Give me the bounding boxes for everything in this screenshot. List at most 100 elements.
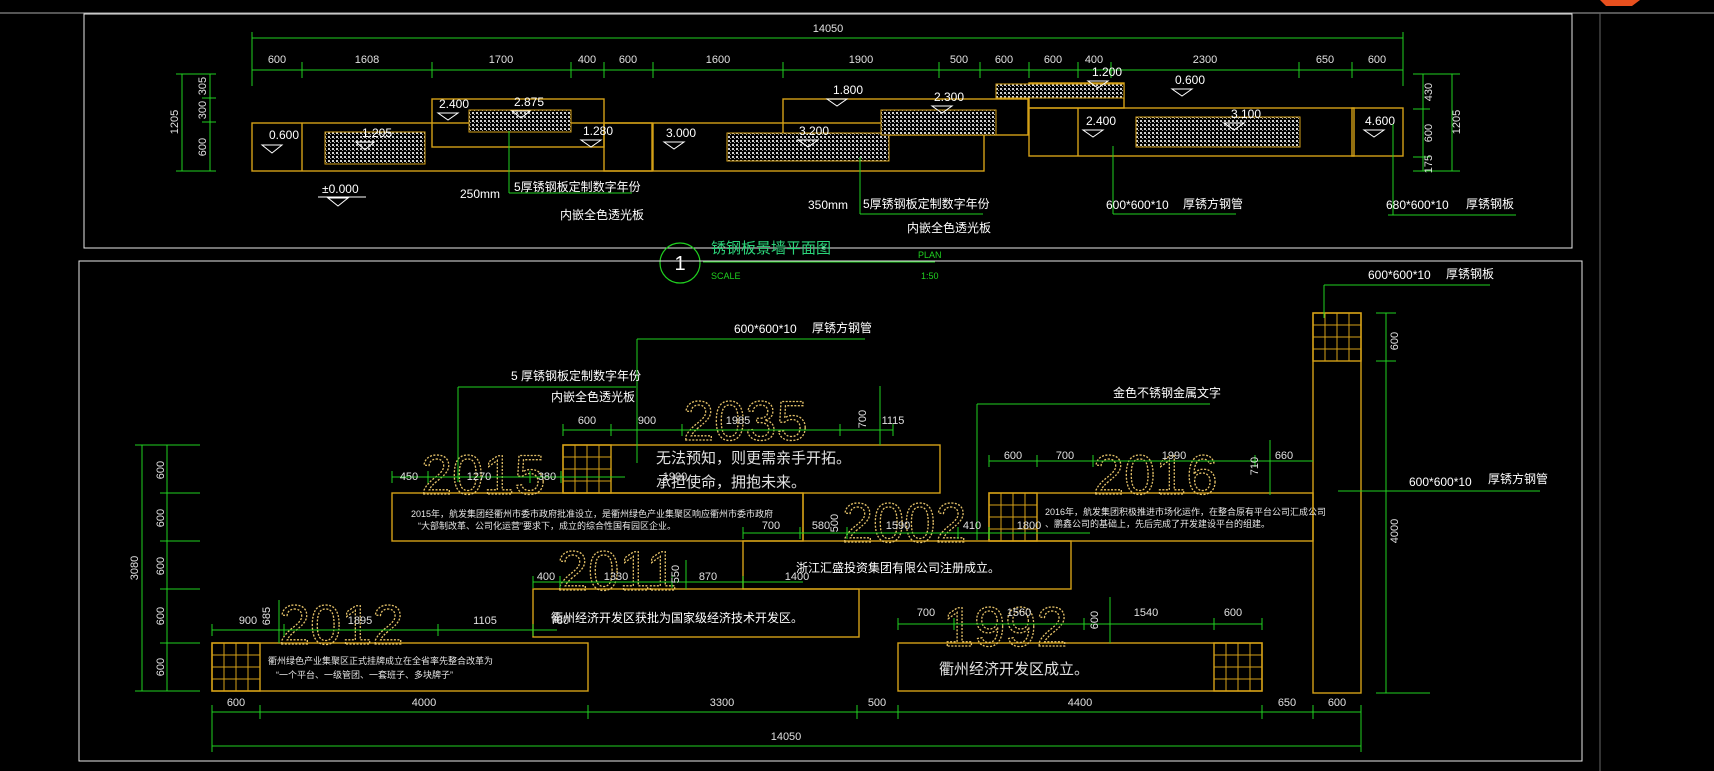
elev-bottom-dim-3: 3300 <box>710 697 734 709</box>
note-a-line1: 5厚锈钢板定制数字年份 <box>514 179 641 194</box>
plan-left-dimensions: 305 300 600 1205 <box>169 73 216 172</box>
elev-left-dim-5: 600 <box>155 658 167 676</box>
elevation-left-dimensions: 600 600 600 600 600 3080 <box>129 444 200 692</box>
dim-1270: 1270 <box>467 471 491 483</box>
note-c-spec: 600*600*10 <box>1106 198 1169 212</box>
year-2015: 2015 <box>421 443 546 506</box>
plan-dim-5: 600 <box>619 54 637 66</box>
elev-right-dim-2: 4000 <box>1389 519 1401 543</box>
level-0: 0.600 <box>269 128 299 142</box>
block-captions: 无法预知，则更需亲手开拓。 承担使命，拥抱未来。 2015年，航发集团经衢州市委… <box>268 450 1326 680</box>
plan-right-dim-2: 600 <box>1423 124 1435 142</box>
plan-left-total: 1205 <box>169 110 181 134</box>
dim-410: 410 <box>963 520 981 532</box>
elevation-right-dimensions: 600 4000 <box>1376 312 1430 694</box>
note-pipe-spec-right: 600*600*10 <box>1409 475 1472 489</box>
plan-right-dim-3: 175 <box>1423 155 1435 173</box>
title-text: 锈钢板景墙平面图 <box>711 239 831 257</box>
dim-1400: 1400 <box>785 571 809 583</box>
dim-1900a: 1900 <box>663 471 687 483</box>
right-pillar <box>1312 312 1362 694</box>
dim-380: 380 <box>538 471 556 483</box>
caption-2035-line2: 承担使命，拥抱未来。 <box>656 473 806 491</box>
elev-bottom-dim-6: 650 <box>1278 697 1296 709</box>
level-4: 1.280 <box>583 124 613 138</box>
elevation-bottom-dimensions: 600 4000 3300 500 4400 650 600 14050 <box>211 697 1362 752</box>
note-pipe-text-top: 厚锈方钢管 <box>812 320 872 335</box>
plan-right-dimensions: 430 600 175 1205 <box>1413 73 1463 173</box>
caption-2015-line2: “大部制改革、公司化运营”要求下，成立的综合性国有园区企业。 <box>418 520 676 531</box>
dim-500: 500 <box>829 514 841 532</box>
dim-550: 550 <box>670 565 682 583</box>
dim-660: 660 <box>1275 450 1293 462</box>
caption-2016-line2: 、鹏鑫公司的基础上，先后完成了开发建设平台的组建。 <box>1045 518 1270 529</box>
dim-870: 870 <box>699 571 717 583</box>
note-a-line2: 内嵌全色透光板 <box>560 207 644 222</box>
plan-dim-1: 600 <box>268 54 286 66</box>
plan-dim-11: 400 <box>1085 54 1103 66</box>
elev-bottom-dim-2: 4000 <box>412 697 436 709</box>
plan-overall-dim-text: 14050 <box>813 23 844 35</box>
caption-2016-line1: 2016年，航发集团积极推进市场化运作，在整合原有平台公司汇成公司 <box>1045 506 1326 517</box>
level-2: 2.400 <box>439 97 469 111</box>
note-plate-text-right: 厚锈钢板 <box>1446 267 1494 281</box>
year-numerals: 2035 2015 2016 2002 2011 2012 1992 <box>278 388 1218 658</box>
corner-logo-shape <box>1600 0 1640 6</box>
dim-1800: 1800 <box>1017 520 1041 532</box>
plan-dim-4: 400 <box>578 54 596 66</box>
dim-1985: 1985 <box>726 415 750 427</box>
note-b-dim: 350mm <box>808 198 848 212</box>
dim-580: 580 <box>812 520 830 532</box>
year-1992: 1992 <box>943 595 1068 658</box>
plan-frame <box>83 13 1573 249</box>
dim-1330: 1330 <box>604 571 628 583</box>
level-1: 1.205 <box>362 126 392 140</box>
year-2011: 2011 <box>557 539 677 602</box>
elevation-notes: 600*600*10 厚锈方钢管 5 厚锈钢板定制数字年份 内嵌全色透光板 金色… <box>457 267 1548 540</box>
level-11: 2.400 <box>1086 114 1116 128</box>
note-b-line1: 5厚锈钢板定制数字年份 <box>863 196 990 211</box>
plan-right-total: 1205 <box>1451 110 1463 134</box>
plan-dim-10: 600 <box>1044 54 1062 66</box>
title-circle <box>659 242 701 284</box>
plan-dim-14: 600 <box>1368 54 1386 66</box>
dim-1895: 1895 <box>348 615 372 627</box>
block-2011 <box>532 588 860 638</box>
caption-2011: 衢州经济开发区获批为国家级经济技术开发区。 <box>551 610 803 625</box>
dim-600b: 600 <box>1004 450 1022 462</box>
year-2016: 2016 <box>1093 443 1218 506</box>
dim-600c: 600 <box>1089 611 1101 629</box>
note-gold-text: 金色不锈钢金属文字 <box>1113 385 1221 400</box>
dim-700c: 700 <box>762 520 780 532</box>
dim-700a: 700 <box>857 410 869 428</box>
note-pipe-spec-top: 600*600*10 <box>734 322 797 336</box>
dim-710: 710 <box>1249 457 1261 475</box>
dim-600d: 600 <box>1224 607 1242 619</box>
note-plate-spec-right: 600*600*10 <box>1368 268 1431 282</box>
level-13: 4.600 <box>1365 114 1395 128</box>
plan-wall-blocks <box>251 82 1404 172</box>
dim-600a: 600 <box>578 415 596 427</box>
year-2035: 2035 <box>683 389 808 452</box>
elev-left-total: 3080 <box>129 556 141 580</box>
note-d-spec: 680*600*10 <box>1386 198 1449 212</box>
level-7: 1.800 <box>833 83 863 97</box>
note-plate-line1: 5 厚锈钢板定制数字年份 <box>511 368 641 383</box>
level-12: 3.100 <box>1231 107 1261 121</box>
plan-dim-7: 1900 <box>849 54 873 66</box>
plan-dim-9: 600 <box>995 54 1013 66</box>
dim-900b: 900 <box>239 615 257 627</box>
caption-2002: 浙江汇盛投资集团有限公司注册成立。 <box>796 560 1000 575</box>
elev-left-dim-2: 600 <box>155 509 167 527</box>
plan-notes: 250mm 5厚锈钢板定制数字年份 内嵌全色透光板 350mm 5厚锈钢板定制数… <box>460 124 1516 235</box>
title-number: 1 <box>674 253 685 275</box>
plan-left-dim-1: 305 <box>197 77 209 95</box>
plan-dim-13: 650 <box>1316 54 1334 66</box>
dim-900a: 900 <box>638 415 656 427</box>
plan-left-dim-3: 600 <box>197 138 209 156</box>
level-9: 1.200 <box>1092 65 1122 79</box>
dim-700d: 700 <box>917 607 935 619</box>
year-2012: 2012 <box>279 593 404 656</box>
elev-bottom-total: 14050 <box>771 731 802 743</box>
level-3: 2.875 <box>514 95 544 109</box>
